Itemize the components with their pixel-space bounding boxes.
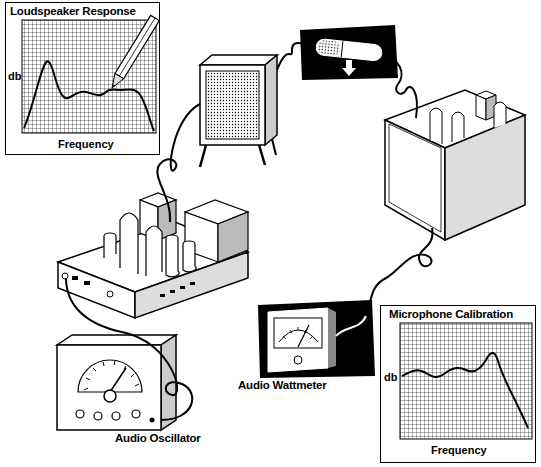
cabinet-side [265,55,277,145]
chart-panel: Microphone Calibration dbFrequency [380,305,536,463]
axis-label: db [8,71,21,82]
microphone-stand [342,60,356,76]
signal-cable [66,278,192,420]
chart-grid [400,323,532,439]
control-knob [132,410,140,418]
amplifier-socket [170,290,175,293]
control-knob [76,410,84,418]
microphone-ring [341,41,343,57]
microphone-cable [382,57,417,118]
device-label: Audio Oscillator [115,433,201,445]
meter-ticks [283,327,313,339]
amplifier-socket [84,281,90,285]
cabinet-leg [200,145,206,167]
amplifier-socket [160,294,165,297]
cabinet-leg [272,139,276,155]
chart-grid [22,20,156,133]
chart-panel: Loudspeaker Response dbFrequency [5,2,160,155]
dial-ticks [84,361,139,390]
meter-needle [298,325,309,347]
pencil-cone [112,74,124,89]
amplifier-jack [107,291,113,297]
cabinet-top [200,55,277,65]
wattmeter-side [328,308,336,368]
amplifier-tube [146,226,162,276]
device-label-box: Audio Wattmeter [258,300,375,378]
amplifier-tube [120,213,138,274]
device-label: Audio Wattmeter [238,380,327,392]
speaker-grille [206,71,259,139]
chart-title: Microphone Calibration [389,309,513,321]
chart-background [22,20,156,133]
meter-scale [279,330,318,342]
power-transformer-side [218,212,248,262]
meter-cable [366,228,432,316]
microphone [315,38,382,61]
capacitor-can [104,233,116,258]
sound-path [277,43,316,70]
amplifier-socket [72,276,78,280]
amplifier-front [58,262,135,318]
microphone-body [315,38,382,61]
pencil-lead [112,84,115,88]
meter-window [274,318,322,348]
wattmeter-backdrop [258,300,375,378]
cabinet-front [200,65,265,145]
preamp-transformer-front [476,95,486,120]
meter-knob [294,356,302,364]
capacitor-can [166,235,179,277]
control-knob [112,412,120,420]
axis-label: Frequency [431,445,487,456]
pencil-facet [119,18,155,76]
device-label-box: Audio Oscillator [57,335,176,430]
microphone-grille [317,40,340,56]
cabinet-leg [259,145,265,165]
speaker-cable [157,104,200,222]
axis-label: Frequency [58,139,114,150]
amplifier-socket [190,282,195,285]
calibration-curve [402,353,528,428]
meter-cable [336,316,366,336]
chart-title: Loudspeaker Response [10,6,136,18]
preamp-tube [430,108,442,144]
wattmeter-case [268,308,328,372]
preamp-tube [494,102,506,128]
response-curve [24,61,154,131]
tuning-knob [104,390,116,402]
preamp-tube [452,112,464,142]
amplifier-socket [180,286,185,289]
oscillator-front [57,345,161,430]
oscillator-dial [78,360,142,392]
capacitor-can [183,241,196,272]
oscillator-top [57,335,176,345]
control-knob [94,412,102,420]
microphone-backdrop [300,25,398,80]
output-jack [150,418,155,423]
pencil-body [115,15,159,78]
axis-label: db [384,372,397,383]
dial-pointer [110,368,126,392]
